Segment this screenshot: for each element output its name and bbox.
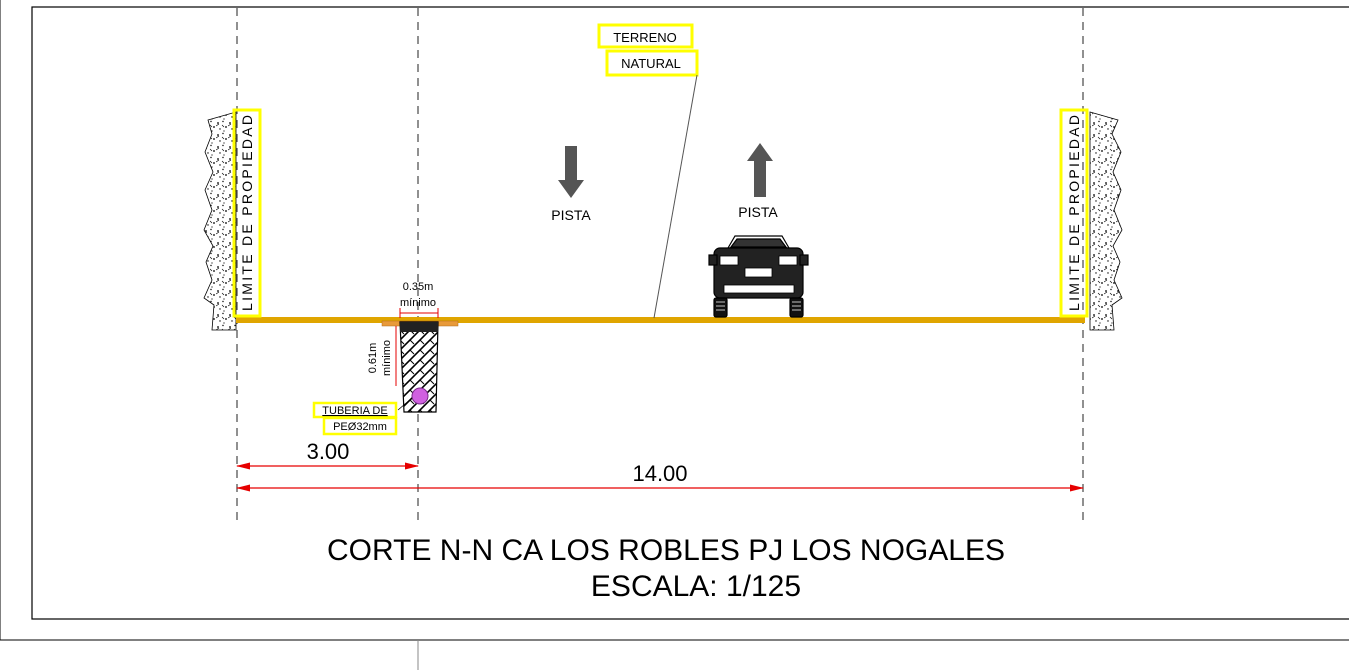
reference-lines [236, 8, 1084, 523]
arrow-down-icon [558, 146, 584, 198]
tuberia-label-2: PEØ32mm [333, 421, 387, 433]
tuberia-box-2 [322, 416, 398, 436]
limite-right-box [1059, 108, 1089, 318]
trench-width-label: 0.35m [403, 281, 434, 293]
pipe [411, 387, 429, 405]
trench [399, 321, 439, 413]
dim-left-offset-label: 3.00 [307, 439, 350, 464]
arrow-up-icon [747, 143, 773, 197]
limite-left-label: LIMITE DE PROPIEDAD [239, 115, 255, 311]
tuberia-label-1: TUBERIA DE [322, 405, 387, 417]
pista-right-label: PISTA [738, 204, 778, 220]
car-icon [708, 235, 809, 318]
trench-depth-min-label: mínimo [381, 340, 393, 376]
terreno-box [597, 23, 694, 49]
terreno-label: TERRENO [613, 30, 677, 45]
trench-width-min-label: mínimo [400, 297, 436, 309]
limite-left-box [232, 108, 262, 318]
drawing-title: CORTE N-N CA LOS ROBLES PJ LOS NOGALES [327, 534, 1005, 567]
pista-left-label: PISTA [551, 207, 591, 223]
dim-total-label: 14.00 [632, 461, 687, 486]
drawing-scale: ESCALA: 1/125 [591, 570, 801, 603]
soil-right [1089, 111, 1123, 331]
soil-left [203, 111, 237, 331]
natural-label: NATURAL [621, 56, 681, 71]
trench-depth-label: 0.61m [367, 343, 379, 374]
terreno-leader [653, 74, 698, 319]
limite-right-label: LIMITE DE PROPIEDAD [1066, 115, 1082, 311]
natural-box [605, 49, 699, 77]
drawing-border [31, 6, 1349, 620]
